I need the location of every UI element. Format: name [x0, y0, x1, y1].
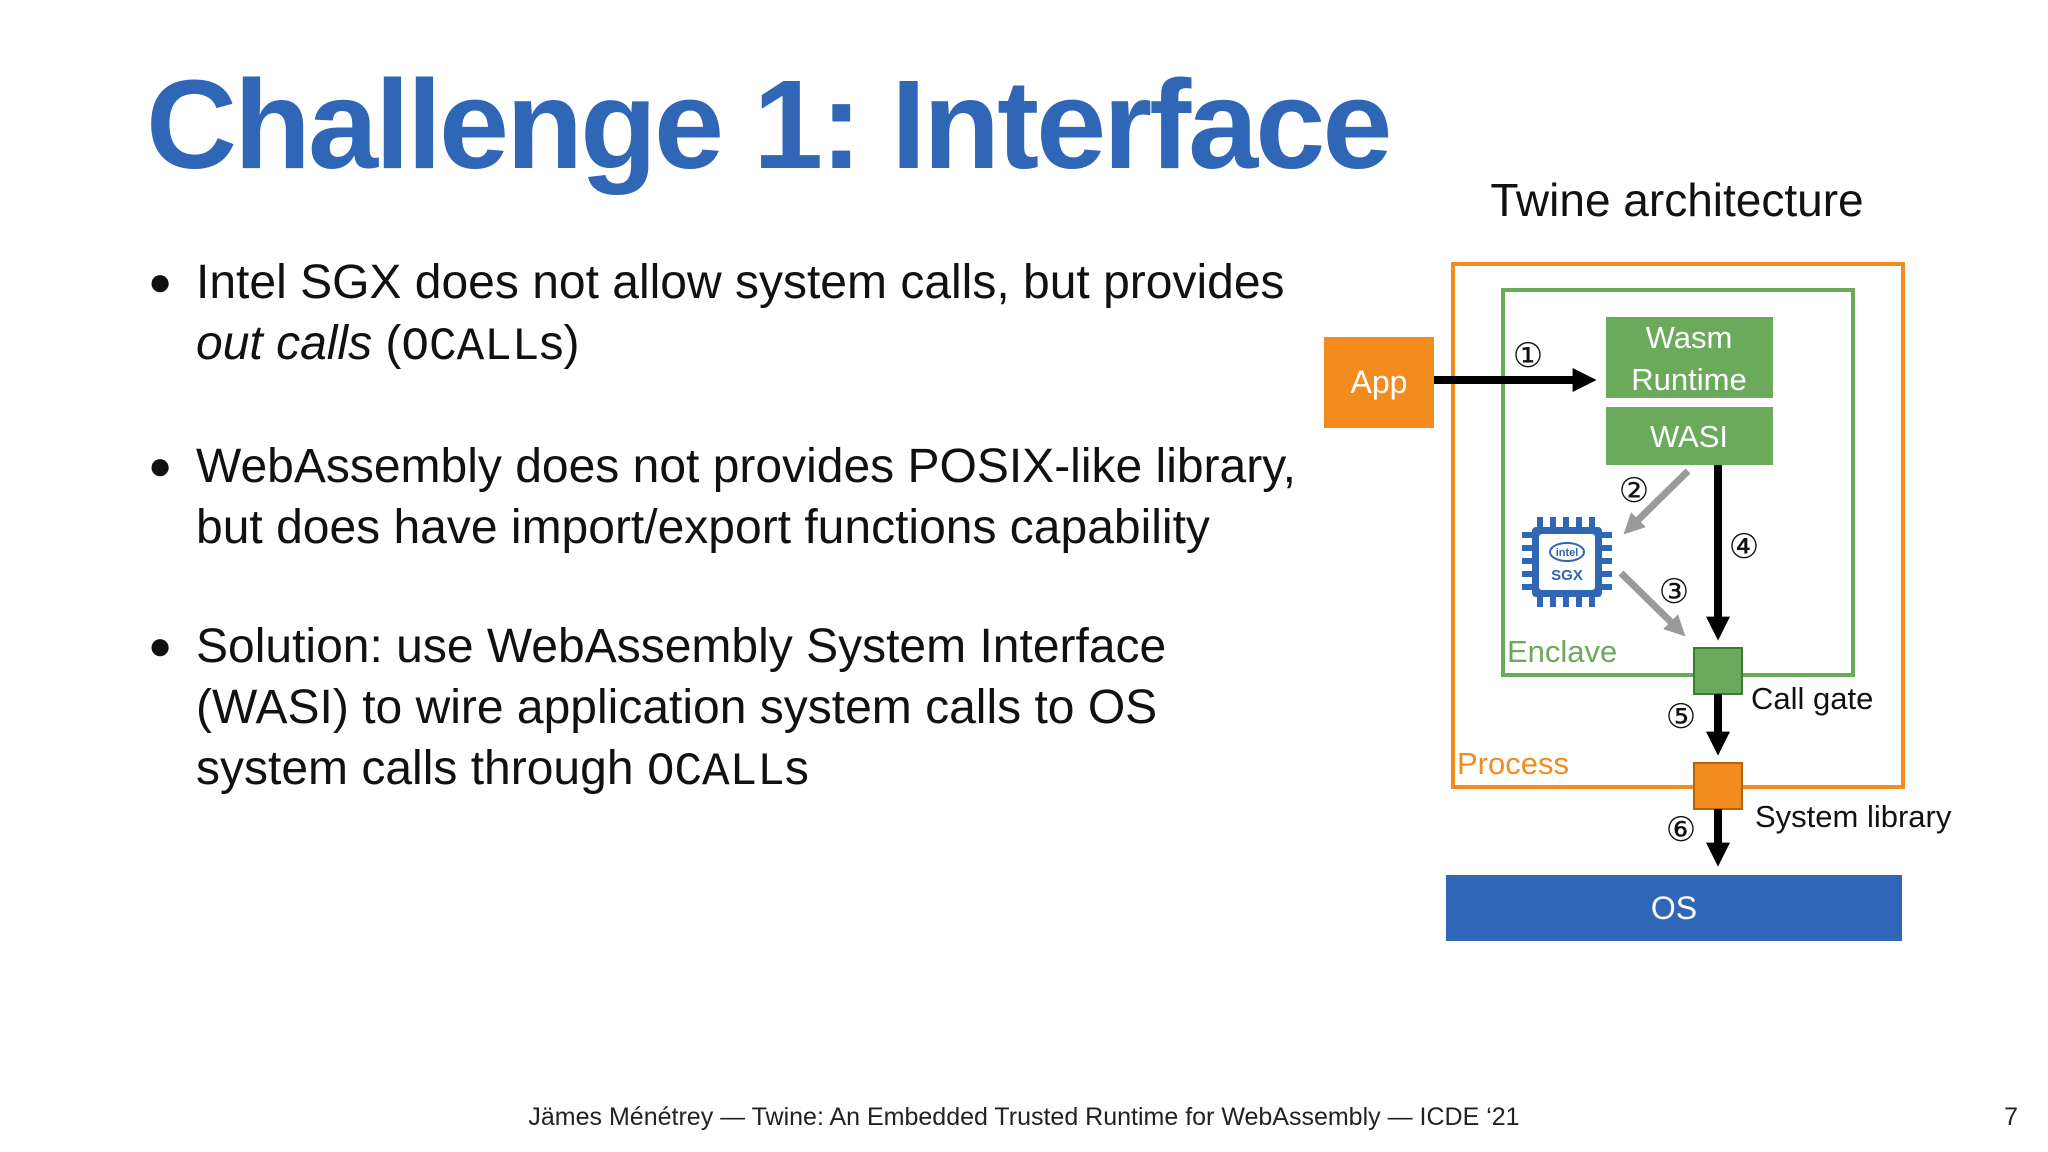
- enclave-label: Enclave: [1507, 634, 1617, 669]
- wasi-label: WASI: [1650, 419, 1728, 454]
- step-6-label: ⑥: [1666, 811, 1696, 849]
- bullet-item: ● Solution: use WebAssembly System Interf…: [148, 616, 1328, 803]
- call-gate-box: [1693, 647, 1743, 695]
- sgx-logo-text: SGX: [1551, 567, 1583, 584]
- slide-title: Challenge 1: Interface: [146, 54, 1392, 195]
- enclave-box: [1501, 288, 1855, 677]
- page-number: 7: [2004, 1103, 2018, 1131]
- bullet-text: (: [372, 317, 402, 370]
- step-3-label: ③: [1659, 573, 1689, 611]
- bullet-dot-icon: ●: [148, 624, 173, 668]
- bullet-text: system calls through: [196, 742, 647, 795]
- diagram-title: Twine architecture: [1490, 174, 1863, 226]
- bullet-line: out calls (OCALLs): [196, 313, 1328, 378]
- wasm-runtime-box: [1606, 317, 1773, 398]
- process-label: Process: [1457, 746, 1569, 781]
- intel-sgx-chip-icon: intel SGX: [1522, 517, 1612, 607]
- wasm-runtime-label-line1: Wasm: [1646, 320, 1733, 355]
- app-box: [1324, 337, 1434, 428]
- step-5-label: ⑤: [1666, 698, 1696, 736]
- app-label: App: [1351, 364, 1408, 400]
- system-library-label: System library: [1755, 799, 1952, 834]
- call-gate-label: Call gate: [1751, 681, 1873, 716]
- wasi-box: [1606, 407, 1773, 465]
- bullet-line: Intel SGX does not allow system calls, b…: [196, 252, 1328, 313]
- bullet-text: but does have import/export functions ca…: [196, 501, 1210, 554]
- bullet-text: Intel SGX does not allow system calls, b…: [196, 256, 1285, 309]
- slide-footer: Jämes Ménétrey — Twine: An Embedded Trus…: [528, 1103, 1520, 1131]
- bullet-item: ● WebAssembly does not provides POSIX-lik…: [148, 436, 1328, 558]
- bullet-line: WebAssembly does not provides POSIX-like…: [196, 436, 1328, 497]
- bullet-dot-icon: ●: [148, 260, 173, 304]
- bullet-item: ● Intel SGX does not allow system calls, …: [148, 252, 1328, 378]
- bullet-line: (WASI) to wire application system calls …: [196, 677, 1328, 738]
- step-1-label: ①: [1513, 337, 1543, 375]
- bullet-text: s): [539, 317, 580, 370]
- bullet-line: but does have import/export functions ca…: [196, 497, 1328, 558]
- arrow-3: [1618, 570, 1686, 637]
- bullet-line: system calls through OCALLs: [196, 738, 1328, 803]
- wasm-runtime-label-line2: Runtime: [1631, 362, 1746, 397]
- code-text: OCALL: [401, 321, 540, 373]
- bullet-text: s: [784, 742, 809, 795]
- system-library-box: [1693, 762, 1743, 810]
- step-4-label: ④: [1729, 528, 1759, 566]
- bullet-text: Solution: use WebAssembly System Interfa…: [196, 620, 1167, 673]
- arrow-2: [1623, 468, 1691, 535]
- bullet-list: ● Intel SGX does not allow system calls, …: [148, 252, 1328, 861]
- code-text: OCALL: [646, 746, 785, 798]
- bullet-dot-icon: ●: [148, 444, 173, 488]
- process-box: [1451, 262, 1905, 789]
- step-2-label: ②: [1619, 472, 1649, 510]
- os-label: OS: [1651, 890, 1697, 926]
- italic-text: out calls: [196, 317, 373, 370]
- bullet-text: WebAssembly does not provides POSIX-like…: [196, 440, 1296, 493]
- bullet-text: (WASI) to wire application system calls …: [196, 681, 1158, 734]
- os-box: [1446, 875, 1902, 941]
- bullet-line: Solution: use WebAssembly System Interfa…: [196, 616, 1328, 677]
- sgx-logo-brand: intel: [1556, 547, 1579, 559]
